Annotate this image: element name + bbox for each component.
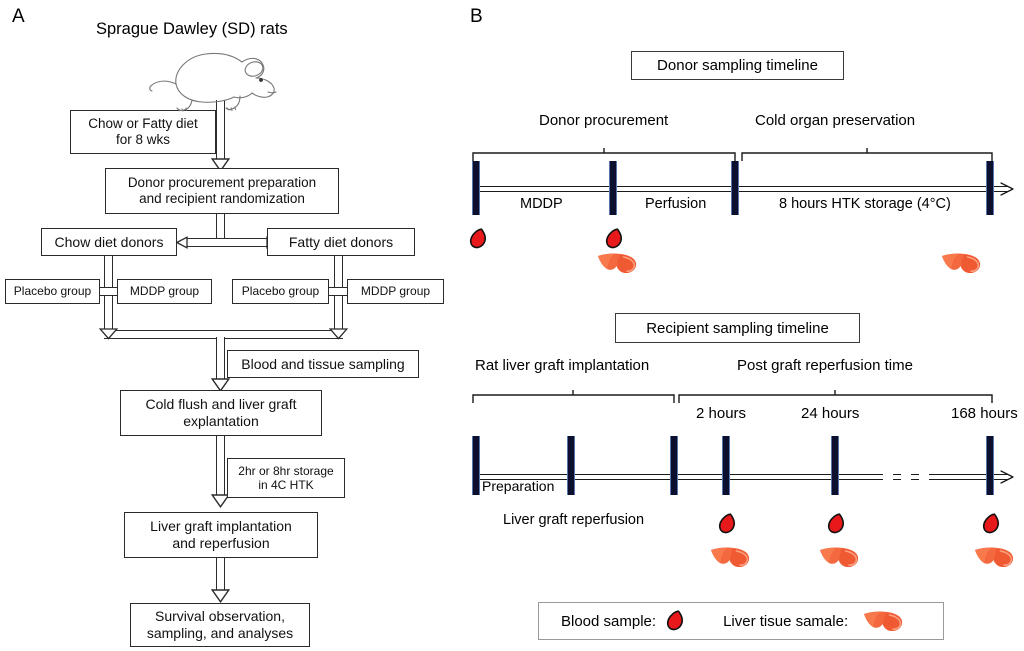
donor-interval-label-htk: 8 hours HTK storage (4°C) [779, 196, 951, 212]
panel-a-letter: A [12, 6, 25, 27]
donor-phase-label-procurement: Donor procurement [539, 112, 669, 129]
donor-tick-perfusion-end [731, 161, 739, 215]
box-fatty-placebo-group: Placebo group [232, 279, 329, 304]
legend-blood-label: Blood sample: [561, 612, 657, 630]
recipient-blood-drop-icon-168h [982, 512, 1001, 536]
box-chow-diet-donors: Chow diet donors [41, 228, 177, 256]
box-diet: Chow or Fatty diet for 8 wks [70, 110, 216, 154]
arrow-head-to-coldflush [211, 378, 230, 392]
recipient-tick-preparation-end [567, 436, 575, 495]
donor-interval-label-mddp: MDDP [520, 196, 563, 212]
arrow-head-to-survival [211, 589, 230, 603]
donor-phase-label-preservation: Cold organ preservation [755, 112, 916, 129]
axis-dash-gap-1 [883, 472, 893, 482]
recipient-timeline-title: Recipient sampling timeline [615, 313, 860, 343]
recipient-liver-icon-24h [818, 543, 860, 571]
donor-tick-storage-end [986, 161, 994, 215]
legend-liver-tissue-icon [862, 607, 904, 635]
box-storage-htk: 2hr or 8hr storage in 4C HTK [227, 458, 345, 498]
box-coldflush-line2: explantation [183, 413, 259, 429]
recipient-timepoint-24h: 24 hours [801, 405, 860, 422]
recipient-axis-arrow-icon [1000, 469, 1016, 485]
donor-liver-icon-storage-end [940, 249, 982, 277]
recipient-timepoint-168h: 168 hours [951, 405, 1018, 422]
box-diet-line2: for 8 wks [115, 132, 170, 147]
arrow-head-merge-right [329, 328, 348, 340]
arrow-shaft-merge-to-coldflush [216, 337, 225, 385]
box-fatty-diet-donors: Fatty diet donors [267, 228, 415, 256]
donor-blood-drop-icon-perfusion [605, 227, 624, 251]
connector-chow-fatty [185, 238, 268, 247]
arrow-shaft-coldflush-to-implant [216, 436, 225, 500]
box-storage-line1: 2hr or 8hr storage [238, 463, 334, 478]
box-survival-line1: Survival observation, [155, 608, 285, 625]
arrow-shaft-implant-to-survival [216, 558, 225, 596]
recipient-phase-label-implantation: Rat liver graft implantation [475, 357, 650, 374]
panel-a-title: Sprague Dawley (SD) rats [96, 20, 288, 38]
recipient-blood-drop-icon-2h [718, 512, 737, 536]
axis-dash-gap-2 [901, 472, 911, 482]
recipient-tick-24h [831, 436, 839, 495]
recipient-tick-2h [722, 436, 730, 495]
donor-interval-label-perfusion: Perfusion [645, 196, 707, 212]
donor-timeline-axis [474, 186, 1008, 192]
recipient-timepoint-2h: 2 hours [696, 405, 747, 422]
donor-timeline-title: Donor sampling timeline [631, 51, 844, 80]
arrow-shaft-donorprep-split [216, 214, 225, 242]
donor-tick-start [472, 161, 480, 215]
box-liver-graft-implantation: Liver graft implantation and reperfusion [124, 512, 318, 558]
sample-legend: Blood sample: Liver tisue samale: [538, 602, 944, 640]
recipient-interval-label-preparation: Preparation [481, 478, 556, 495]
recipient-bracket-implantation [472, 390, 675, 409]
box-chow-mddp-group: MDDP group [117, 279, 212, 304]
recipient-timeline-axis [474, 474, 1008, 480]
box-fatty-mddp-group: MDDP group [347, 279, 444, 304]
box-survival-observation: Survival observation, sampling, and anal… [130, 603, 310, 647]
box-donorprep-line2: and recipient randomization [139, 191, 305, 206]
arrow-shaft-rat-to-donorprep [216, 100, 225, 164]
axis-dash-gap-3 [919, 472, 929, 482]
recipient-tick-implantation-end [670, 436, 678, 495]
legend-blood-drop-icon [666, 609, 685, 633]
arrow-head-to-chow-donors [176, 236, 188, 249]
recipient-blood-drop-icon-24h [827, 512, 846, 536]
box-implantation-line2: and reperfusion [172, 535, 270, 551]
arrow-head-merge-left [99, 328, 118, 340]
recipient-bracket-reperfusion [678, 390, 993, 409]
box-coldflush-line1: Cold flush and liver graft [145, 396, 297, 413]
rat-illustration-icon [148, 40, 280, 112]
recipient-phase-label-reperfusion: Post graft reperfusion time [737, 357, 913, 374]
panel-b-letter: B [470, 6, 483, 27]
recipient-interval-label-reperfusion: Liver graft reperfusion [503, 512, 645, 528]
donor-tick-mddp-end [609, 161, 617, 215]
arrow-head-rat-to-donorprep [211, 158, 230, 172]
box-blood-tissue-sampling: Blood and tissue sampling [227, 350, 419, 378]
recipient-tick-start [472, 436, 480, 495]
legend-liver-label: Liver tisue samale: [723, 612, 849, 630]
box-implantation-line1: Liver graft implantation [150, 518, 292, 535]
box-chow-placebo-group: Placebo group [5, 279, 100, 304]
arrow-head-to-implantation [211, 494, 230, 508]
box-survival-line2: sampling, and analyses [146, 625, 294, 641]
donor-axis-arrow-icon [1000, 181, 1016, 197]
box-donorprep-line1: Donor procurement preparation [127, 175, 317, 191]
donor-liver-icon-perfusion [596, 249, 638, 277]
box-cold-flush-explantation: Cold flush and liver graft explantation [120, 390, 322, 436]
recipient-liver-icon-2h [709, 543, 751, 571]
recipient-tick-168h [986, 436, 994, 495]
box-donor-procurement-prep: Donor procurement preparation and recipi… [105, 168, 339, 214]
connector-fatty-groups [329, 287, 347, 296]
connector-chow-groups [100, 287, 117, 296]
box-storage-line2: in 4C HTK [258, 478, 314, 492]
donor-bracket-procurement [472, 148, 736, 167]
recipient-liver-icon-168h [973, 543, 1015, 571]
donor-bracket-preservation [741, 148, 993, 167]
box-diet-line1: Chow or Fatty diet [88, 116, 198, 132]
donor-blood-drop-icon-start [469, 227, 488, 251]
